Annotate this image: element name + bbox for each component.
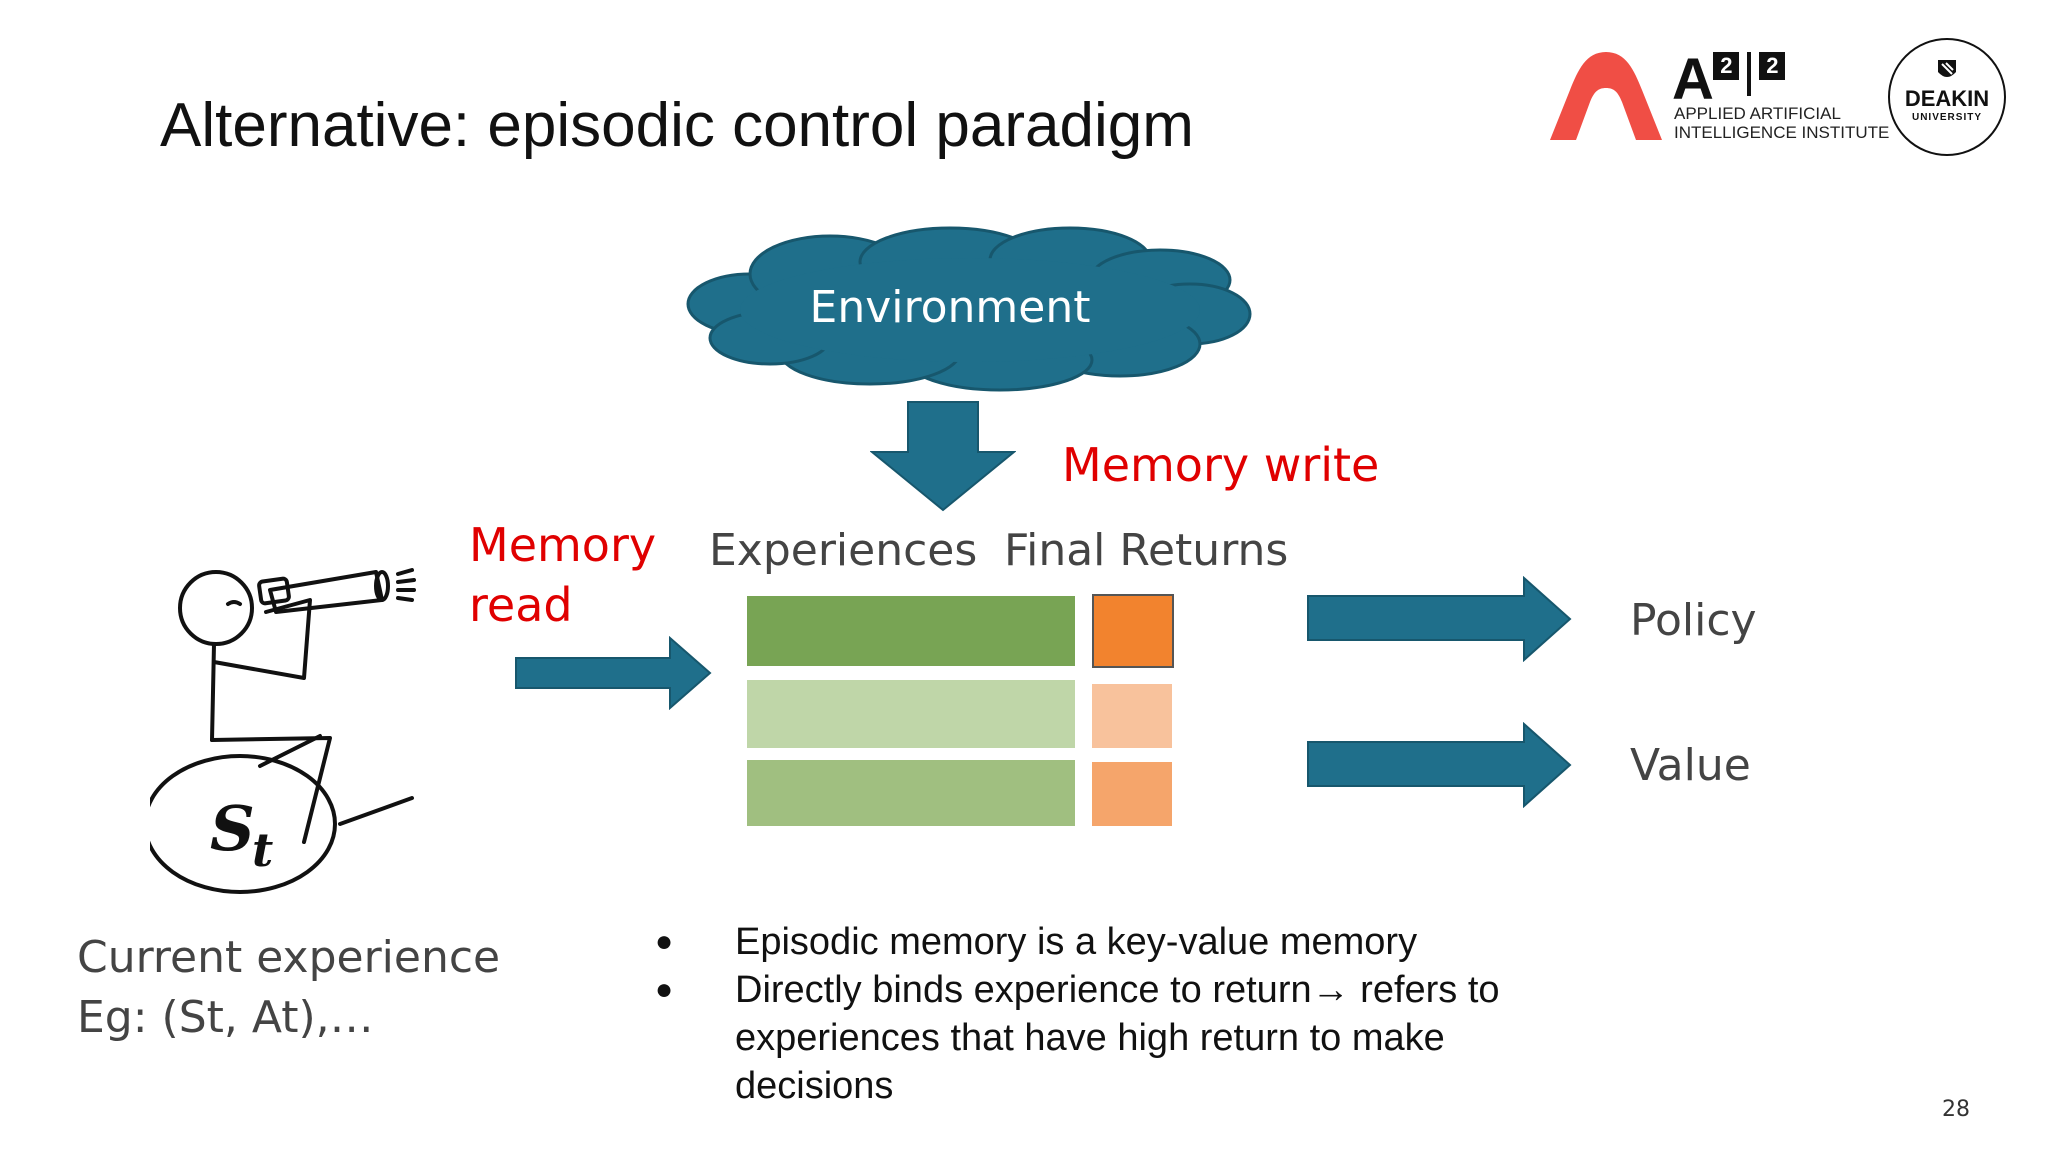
a2i2-subtitle: APPLIED ARTIFICIAL INTELLIGENCE INSTITUT… bbox=[1674, 104, 1890, 142]
final-returns-header: Final Returns bbox=[1004, 525, 1289, 576]
experiences-header: Experiences bbox=[709, 525, 978, 576]
value-label: Value bbox=[1630, 740, 1751, 791]
return-value-cell-1 bbox=[1092, 594, 1174, 668]
memory-read-arrow bbox=[515, 636, 712, 710]
bullet-item: ●Directly binds experience to return→ re… bbox=[655, 969, 1500, 1107]
policy-label: Policy bbox=[1630, 595, 1757, 646]
deakin-logo bbox=[1888, 38, 2006, 156]
current-experience-caption: Current experience bbox=[77, 932, 501, 983]
example-caption: Eg: (St, At),… bbox=[77, 992, 374, 1043]
memory-write-arrow bbox=[870, 401, 1016, 512]
memory-read-label: Memory bbox=[469, 518, 657, 572]
deakin-name: DEAKIN bbox=[1904, 86, 1990, 111]
agent-stick-figure: S t bbox=[150, 568, 416, 894]
experience-key-row-1 bbox=[747, 596, 1075, 666]
return-value-cell-2 bbox=[1092, 684, 1172, 748]
value-arrow bbox=[1307, 722, 1572, 808]
bullet-item: ●Episodic memory is a key-value memory bbox=[655, 921, 1418, 963]
page-number: 28 bbox=[1942, 1097, 1970, 1122]
experience-key-row-3 bbox=[747, 760, 1075, 826]
experience-key-row-2 bbox=[747, 680, 1075, 748]
agent-state-subscript: t bbox=[252, 823, 273, 877]
bullet-list: ●Episodic memory is a key-value memory ●… bbox=[655, 918, 1585, 1110]
return-value-cell-3 bbox=[1092, 762, 1172, 826]
environment-cloud bbox=[686, 226, 1252, 392]
memory-write-label: Memory write bbox=[1062, 438, 1380, 492]
slide-title: Alternative: episodic control paradigm bbox=[160, 91, 1194, 160]
a2i2-logo-icon bbox=[1550, 52, 1662, 140]
environment-label: Environment bbox=[809, 282, 1091, 333]
deakin-subtitle: UNIVERSITY bbox=[1911, 112, 1982, 123]
memory-read-label-line2: read bbox=[469, 578, 573, 632]
deakin-crest-icon bbox=[1938, 60, 1956, 77]
policy-arrow bbox=[1307, 576, 1572, 662]
agent-state-symbol: S bbox=[210, 792, 255, 865]
